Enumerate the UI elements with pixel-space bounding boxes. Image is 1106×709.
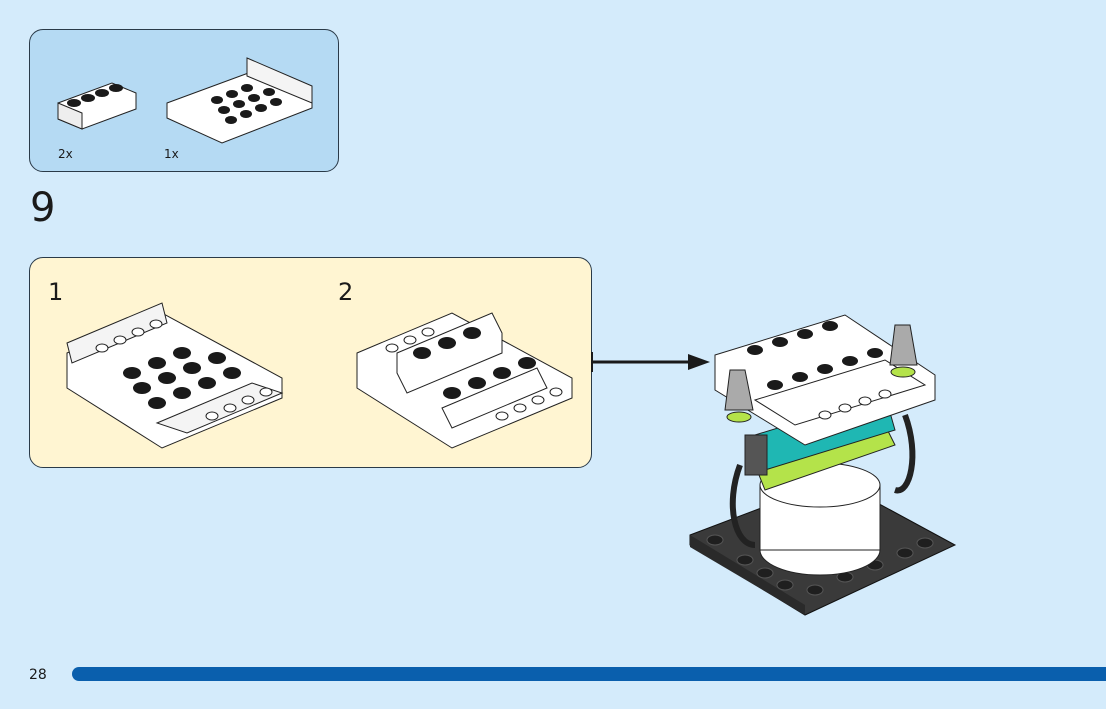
part-quantity: 1x [164,147,179,161]
substep-label: 1 [48,278,64,306]
arrow-right-icon [591,352,710,372]
part-brick-1x4-image [57,82,137,130]
substep-2-image [356,312,573,449]
step-number: 9 [30,185,56,231]
parts-list-box: 2x 1x [29,29,339,172]
substep-1-image [66,302,284,449]
part-quantity: 2x [58,147,73,161]
part-inverted-slope-image [166,57,313,144]
substep-label: 2 [338,278,354,306]
page-number: 28 [29,667,47,683]
page-progress-bar [72,667,1106,681]
assembled-model-image [689,314,957,616]
substep-box: 1 2 [29,257,592,468]
